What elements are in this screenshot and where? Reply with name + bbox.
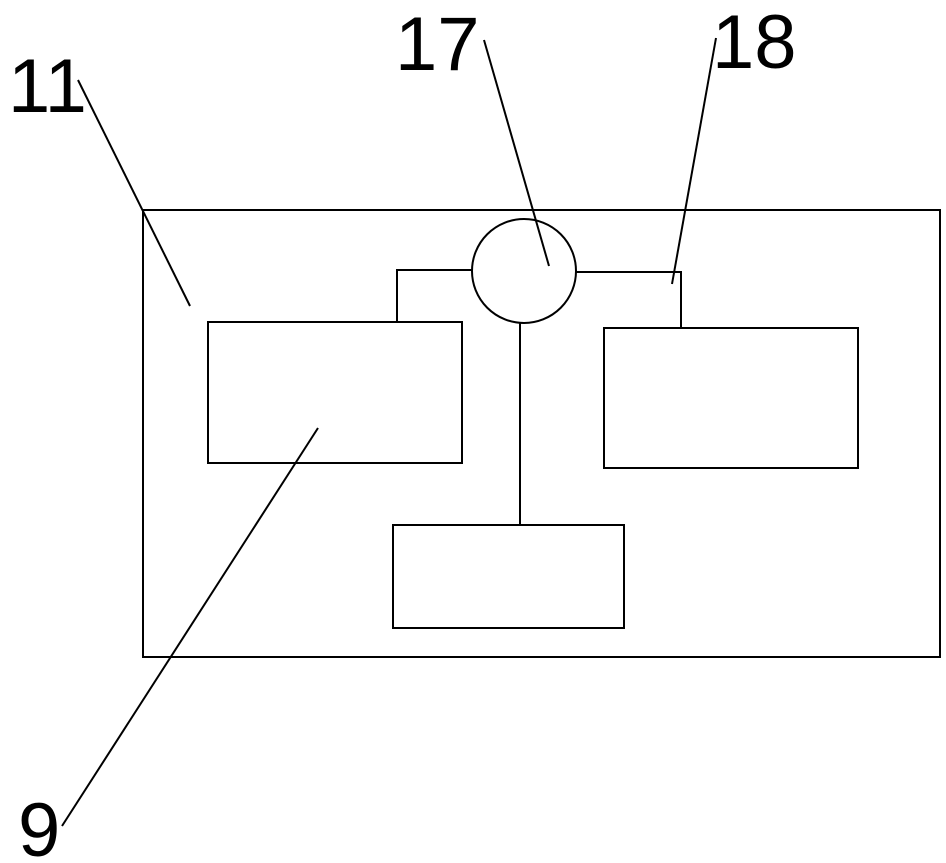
label-circle-component: 17 [395,2,480,87]
label-housing: 11 [8,44,87,129]
leader-circle [484,40,549,266]
bottom-block [393,525,624,628]
wire-right [576,272,681,328]
housing-outline [143,210,940,657]
right-block [604,328,858,468]
left-block [208,322,462,463]
center-circle [472,219,576,323]
leader-housing [78,80,190,306]
wire-left [397,270,472,322]
label-left-block: 9 [18,788,60,863]
label-wire-right: 18 [712,0,797,85]
leader-wire-right [672,38,716,284]
leader-left-block [62,428,318,826]
